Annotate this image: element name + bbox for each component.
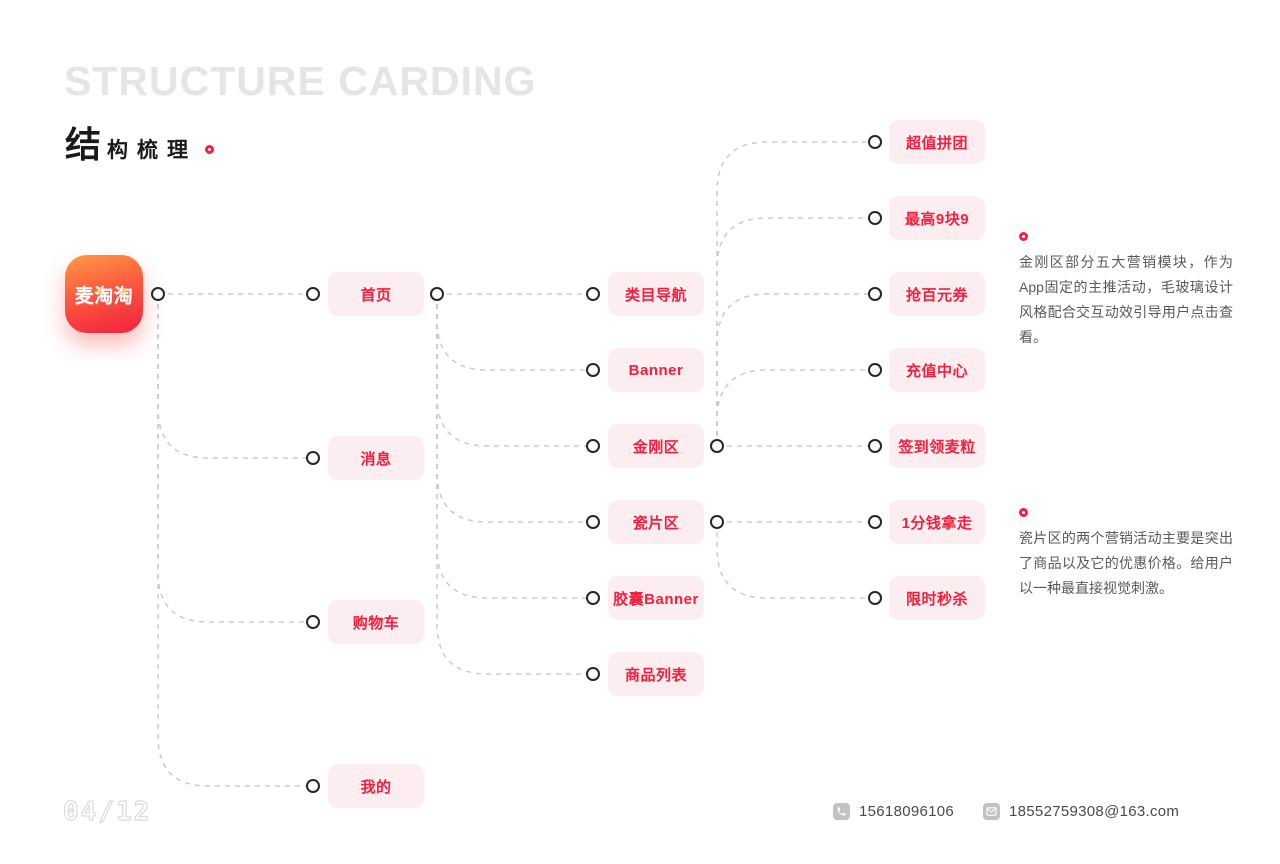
title-red-ring-icon (205, 144, 215, 154)
connector-dot (710, 439, 724, 453)
annotation-red-ring-icon (1019, 232, 1028, 241)
annotation-red-ring-icon (1019, 508, 1028, 517)
node-one-cent-take: 1分钱拿走 (889, 500, 985, 544)
connector-dot (151, 287, 165, 301)
node-recharge-center: 充值中心 (889, 348, 985, 392)
connector-dot (306, 779, 320, 793)
connector-dot (868, 211, 882, 225)
connector-dot (868, 135, 882, 149)
node-flash-sale: 限时秒杀 (889, 576, 985, 620)
node-max-9kuai9: 最高9块9 (889, 196, 985, 240)
annotation-text: 金刚区部分五大营销模块，作为App固定的主推活动，毛玻璃设计风格配合交互动效引导… (1019, 254, 1233, 345)
connector-dot (306, 451, 320, 465)
node-category-nav: 类目导航 (608, 272, 704, 316)
page-title-en: STRUCTURE CARDING (64, 58, 537, 104)
connector-dot (868, 287, 882, 301)
page-title-zh: 结 构梳理 (65, 116, 215, 168)
connector-dot (868, 439, 882, 453)
node-capsule-banner: 胶囊Banner (608, 576, 704, 620)
node-banner: Banner (608, 348, 704, 392)
node-signin-maili: 签到领麦粒 (889, 424, 985, 468)
logo-yellow-dot-icon (122, 289, 126, 293)
app-logo-text: 麦淘淘 (74, 285, 134, 307)
phone-number: 15618096106 (859, 803, 955, 820)
page-title-zh-rest: 构梳理 (107, 139, 198, 162)
node-group-buy: 超值拼团 (889, 120, 985, 164)
annotation-text: 瓷片区的两个营销活动主要是突出了商品以及它的优惠价格。给用户以一种最直接视觉刺激… (1019, 530, 1233, 596)
phone-icon (833, 803, 850, 820)
annotation-jingang: 金刚区部分五大营销模块，作为App固定的主推活动，毛玻璃设计风格配合交互动效引导… (1019, 232, 1233, 350)
node-jingang-zone: 金刚区 (608, 424, 704, 468)
connector-dot (586, 591, 600, 605)
connector-dot (586, 515, 600, 529)
logo-yellow-dot-icon (97, 289, 101, 293)
connector-dot (586, 439, 600, 453)
connector-dot (306, 287, 320, 301)
connector-dot (710, 515, 724, 529)
connector-dot (868, 363, 882, 377)
node-home: 首页 (328, 272, 424, 316)
connector-dot (430, 287, 444, 301)
connector-dot (868, 515, 882, 529)
node-grab-coupon: 抢百元券 (889, 272, 985, 316)
connector-dot (586, 287, 600, 301)
mail-icon (983, 803, 1000, 820)
node-messages: 消息 (328, 436, 424, 480)
app-logo: 麦淘淘 (65, 255, 143, 333)
connector-dot (306, 615, 320, 629)
connector-dot (868, 591, 882, 605)
node-product-list: 商品列表 (608, 652, 704, 696)
email-address: 18552759308@163.com (1009, 803, 1180, 820)
node-mine: 我的 (328, 764, 424, 808)
node-cipian-zone: 瓷片区 (608, 500, 704, 544)
page-number: 04/12 (62, 796, 152, 827)
annotation-cipian: 瓷片区的两个营销活动主要是突出了商品以及它的优惠价格。给用户以一种最直接视觉刺激… (1019, 508, 1233, 601)
contact-phone: 15618096106 (833, 803, 954, 820)
connector-dot (586, 667, 600, 681)
page-title-zh-lead: 结 (65, 124, 102, 165)
connector-dot (586, 363, 600, 377)
contact-email: 18552759308@163.com (983, 803, 1179, 820)
node-cart: 购物车 (328, 600, 424, 644)
